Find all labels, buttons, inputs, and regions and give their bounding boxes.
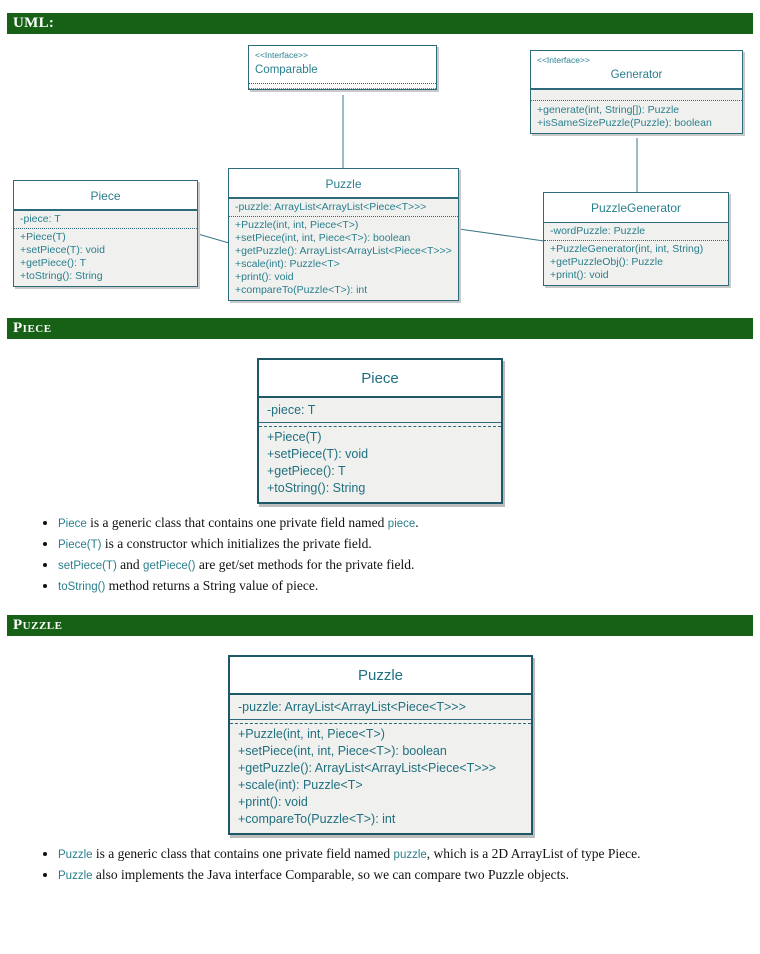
piece-detail-body: -piece: T +Piece(T) +setPiece(T): void +… — [259, 398, 501, 502]
uml-class-puzzlegenerator: PuzzleGenerator -wordPuzzle: Puzzle +Puz… — [543, 192, 729, 286]
uml-method: +Puzzle(int, int, Piece<T>) — [235, 219, 359, 231]
puzzle-body: -puzzle: ArrayList<ArrayList<Piece<T>>> … — [229, 199, 458, 300]
section-header-piece: Piece — [7, 318, 753, 339]
uml-method: +compareTo(Puzzle<T>): int — [235, 284, 368, 296]
piece-body: -piece: T +Piece(T) +setPiece(T): void +… — [14, 211, 197, 286]
piece-description-list: Piece is a generic class that contains o… — [30, 513, 736, 597]
puzzle-description-list: Puzzle is a generic class that contains … — [30, 844, 736, 886]
list-item: Puzzle is a generic class that contains … — [58, 844, 736, 865]
section-header-uml: UML: — [7, 13, 753, 34]
uml-method: +getPuzzle(): ArrayList<ArrayList<Piece<… — [235, 245, 452, 257]
uml-class-comparable: <<Interface>> Comparable — [248, 45, 437, 90]
generator-header: <<Interface>> Generator — [531, 51, 742, 90]
section-header-puzzle-label: Puzzle — [13, 617, 63, 633]
piece-class-name: Piece — [14, 181, 197, 211]
uml-method: +getPuzzleObj(): Puzzle — [550, 256, 663, 268]
list-item: Puzzle also implements the Java interfac… — [58, 865, 736, 886]
puzzle-class-name: Puzzle — [229, 169, 458, 199]
uml-method: +generate(int, String[]): Puzzle — [537, 104, 680, 116]
compartment-separator — [230, 720, 531, 724]
section-header-piece-label: Piece — [13, 320, 52, 336]
uml-field: -wordPuzzle: Puzzle — [550, 225, 646, 237]
compartment-separator — [229, 215, 458, 217]
uml-class-piece: Piece -piece: T +Piece(T) +setPiece(T): … — [13, 180, 198, 287]
class-method: +Piece(T) — [267, 430, 322, 444]
uml-method: +setPiece(T): void — [20, 244, 105, 256]
comparable-class-name: Comparable — [255, 64, 318, 76]
compartment-separator — [544, 239, 728, 241]
generator-empty-attributes — [531, 92, 742, 101]
uml-method: +scale(int): Puzzle<T> — [235, 258, 340, 270]
list-item: setPiece(T) and getPiece() are get/set m… — [58, 555, 736, 576]
class-method: +getPuzzle(): ArrayList<ArrayList<Piece<… — [238, 761, 497, 775]
comparable-empty-compartments — [249, 83, 436, 89]
uml-method: +isSameSizePuzzle(Puzzle): boolean — [537, 117, 712, 129]
generator-stereotype: <<Interface>> — [537, 55, 590, 65]
uml-class-generator: <<Interface>> Generator +generate(int, S… — [530, 50, 743, 134]
uml-method: +PuzzleGenerator(int, int, String) — [550, 243, 704, 255]
class-method: +Puzzle(int, int, Piece<T>) — [238, 727, 385, 741]
uml-method: +print(): void — [235, 271, 294, 283]
class-method: +getPiece(): T — [267, 464, 346, 478]
compartment-separator — [259, 423, 501, 427]
list-item: toString() method returns a String value… — [58, 576, 736, 597]
puzzlegenerator-class-name: PuzzleGenerator — [544, 193, 728, 223]
list-item: Piece(T) is a constructor which initiali… — [58, 534, 736, 555]
class-method: +setPiece(T): void — [267, 447, 369, 461]
uml-method: +toString(): String — [20, 270, 103, 282]
uml-method: +getPiece(): T — [20, 257, 87, 269]
section-header-puzzle: Puzzle — [7, 615, 753, 636]
puzzle-detail-body: -puzzle: ArrayList<ArrayList<Piece<T>>> … — [230, 695, 531, 833]
puzzle-detail-class-name: Puzzle — [230, 657, 531, 695]
class-field: -puzzle: ArrayList<ArrayList<Piece<T>>> — [230, 695, 531, 720]
piece-detail-class-box: Piece -piece: T +Piece(T) +setPiece(T): … — [257, 358, 503, 504]
class-method: +toString(): String — [267, 481, 366, 495]
class-method: +setPiece(int, int, Piece<T>): boolean — [238, 744, 447, 758]
uml-method: +print(): void — [550, 269, 609, 281]
uml-method: +Piece(T) — [20, 231, 66, 243]
uml-field: -puzzle: ArrayList<ArrayList<Piece<T>>> — [235, 201, 427, 213]
uml-method: +setPiece(int, int, Piece<T>): boolean — [235, 232, 411, 244]
generator-body: +generate(int, String[]): Puzzle +isSame… — [531, 90, 742, 133]
class-method: +compareTo(Puzzle<T>): int — [238, 812, 396, 826]
puzzlegenerator-body: -wordPuzzle: Puzzle +PuzzleGenerator(int… — [544, 223, 728, 285]
class-field: -piece: T — [259, 398, 501, 423]
puzzle-detail-class-box: Puzzle -puzzle: ArrayList<ArrayList<Piec… — [228, 655, 533, 835]
uml-field: -piece: T — [20, 213, 61, 225]
class-method: +scale(int): Puzzle<T> — [238, 778, 363, 792]
section-header-uml-label: UML: — [13, 15, 55, 31]
class-method: +print(): void — [238, 795, 308, 809]
compartment-separator — [14, 227, 197, 229]
piece-detail-class-name: Piece — [259, 360, 501, 398]
comparable-stereotype: <<Interface>> — [255, 50, 308, 60]
generator-class-name: Generator — [610, 69, 663, 81]
list-item: Piece is a generic class that contains o… — [58, 513, 736, 534]
uml-class-puzzle: Puzzle -puzzle: ArrayList<ArrayList<Piec… — [228, 168, 459, 301]
